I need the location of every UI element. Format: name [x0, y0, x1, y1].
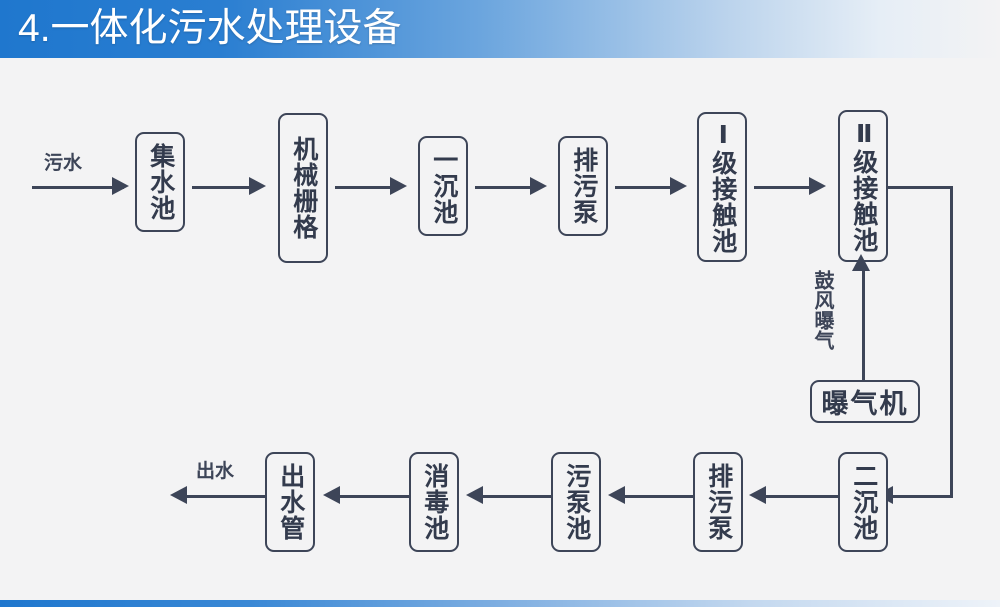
connector-wrap-vertical	[950, 186, 953, 497]
connector-aeration-line	[862, 270, 865, 380]
box-contact-tank-2[interactable]: Ⅱ级接触池	[838, 110, 888, 262]
connector-outlet-arrow	[170, 486, 187, 504]
header-bar: 4.一体化污水处理设备	[0, 0, 1000, 58]
box-primary-settling-label: 一沉池	[429, 147, 458, 225]
connector-9-arrow	[323, 486, 340, 504]
box-contact-tank-1-label: Ⅰ级接触池	[708, 120, 737, 254]
box-sewage-pump-1-label: 排污泵	[569, 147, 598, 225]
box-secondary-settling[interactable]: 二沉池	[838, 452, 888, 552]
box-collection-tank[interactable]: 集水池	[135, 132, 185, 232]
box-sewage-pump-2-label: 排污泵	[704, 463, 733, 541]
footer-bar	[0, 600, 1000, 607]
connector-8-arrow	[466, 486, 483, 504]
connector-7-line	[625, 495, 693, 498]
connector-inlet-arrow	[112, 177, 129, 195]
connector-wrap-bottom	[893, 495, 953, 498]
box-sludge-pump-tank[interactable]: 污泵池	[551, 452, 601, 552]
connector-5-line	[754, 186, 816, 189]
connector-8-line	[483, 495, 551, 498]
box-collection-tank-label: 集水池	[146, 143, 175, 221]
box-contact-tank-2-label: Ⅱ级接触池	[849, 119, 878, 253]
connector-6-line	[766, 495, 838, 498]
connector-1-line	[192, 186, 256, 189]
box-aerator-label: 曝气机	[821, 389, 909, 419]
flowchart-canvas: 污水 集水池 机械栅格 一沉池 排污泵 Ⅰ级接触池 Ⅱ级接触池	[0, 58, 1000, 600]
box-secondary-settling-label: 二沉池	[849, 463, 878, 541]
connector-1-arrow	[249, 177, 266, 195]
box-primary-settling[interactable]: 一沉池	[418, 136, 468, 236]
box-sewage-pump-1[interactable]: 排污泵	[558, 136, 608, 236]
box-contact-tank-1[interactable]: Ⅰ级接触池	[697, 112, 747, 262]
connector-4-line	[615, 186, 677, 189]
box-outlet-pipe-label: 出水管	[276, 463, 305, 541]
box-sewage-pump-2[interactable]: 排污泵	[693, 452, 743, 552]
connector-4-arrow	[670, 177, 687, 195]
box-disinfection-tank-label: 消毒池	[420, 463, 449, 541]
connector-6-arrow	[749, 486, 766, 504]
box-sludge-pump-tank-label: 污泵池	[562, 463, 591, 541]
box-aerator[interactable]: 曝气机	[810, 380, 920, 423]
connector-2-line	[335, 186, 397, 189]
aeration-label: 鼓风曝气	[811, 270, 833, 350]
box-mechanical-grate[interactable]: 机械栅格	[278, 113, 328, 263]
box-disinfection-tank[interactable]: 消毒池	[409, 452, 459, 552]
box-outlet-pipe[interactable]: 出水管	[265, 452, 315, 552]
box-mechanical-grate-label: 机械栅格	[289, 136, 318, 240]
connector-inlet-line	[32, 186, 124, 189]
connector-3-arrow	[530, 177, 547, 195]
connector-9-line	[340, 495, 409, 498]
page-title: 4.一体化污水处理设备	[18, 7, 402, 50]
connector-wrap-top	[888, 186, 953, 189]
connector-5-arrow	[809, 177, 826, 195]
connector-outlet-line	[187, 495, 265, 498]
outlet-label: 出水	[196, 461, 235, 482]
connector-7-arrow	[608, 486, 625, 504]
connector-aeration-arrow	[852, 254, 870, 271]
connector-2-arrow	[390, 177, 407, 195]
inlet-label: 污水	[44, 153, 83, 174]
connector-3-line	[475, 186, 537, 189]
